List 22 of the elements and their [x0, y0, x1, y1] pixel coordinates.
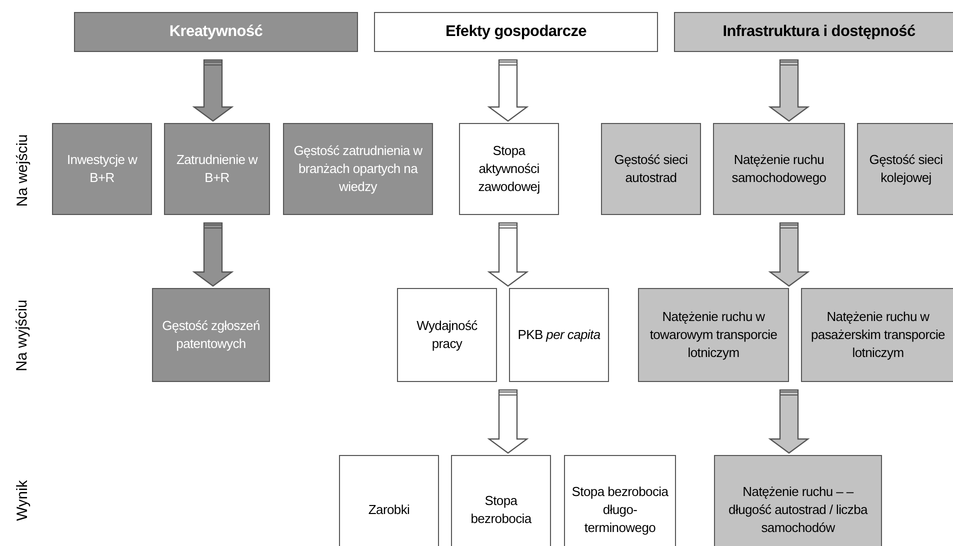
- category-header: Efekty gospodarcze: [374, 12, 658, 52]
- indicator-box: Inwestycje w B+R: [52, 123, 152, 215]
- indicator-box: Gęstość zatrudnienia w branżach opartych na wiedzy: [283, 123, 433, 215]
- indicator-box: Zatrudnienie w B+R: [164, 123, 270, 215]
- row-label: Wynik: [13, 480, 30, 520]
- indicator-box: Natężenie ruchu samochodowego: [713, 123, 845, 215]
- indicator-box: Gęstość sieci autostrad: [601, 123, 701, 215]
- indicator-box: Natężenie ruchu w pasażerskim transporcie lotniczym: [801, 288, 953, 382]
- indicator-box: Natężenie ruchu – – długość autostrad / liczba samochodów: [714, 455, 882, 546]
- indicator-box: Stopa bezrobocia: [451, 455, 551, 546]
- indicator-box: Stopa aktywności zawodowej: [459, 123, 559, 215]
- indicator-box: Gęstość zgłoszeń patentowych: [152, 288, 270, 382]
- row-label: Na wejściu: [13, 134, 30, 206]
- indicator-box: Stopa bezrobocia długo- terminowego: [564, 455, 676, 546]
- row-label: Na wyjściu: [13, 299, 30, 371]
- indicator-box: Gęstość sieci kolejowej: [857, 123, 953, 215]
- category-header: Kreatywność: [74, 12, 358, 52]
- category-header: Infrastruktura i dostępność: [674, 12, 953, 52]
- indicator-box: Zarobki: [339, 455, 439, 546]
- indicator-box: PKB per capita: [509, 288, 609, 382]
- indicator-box: Wydajność pracy: [397, 288, 497, 382]
- indicator-box: Natężenie ruchu w towarowym transporcie lotniczym: [638, 288, 789, 382]
